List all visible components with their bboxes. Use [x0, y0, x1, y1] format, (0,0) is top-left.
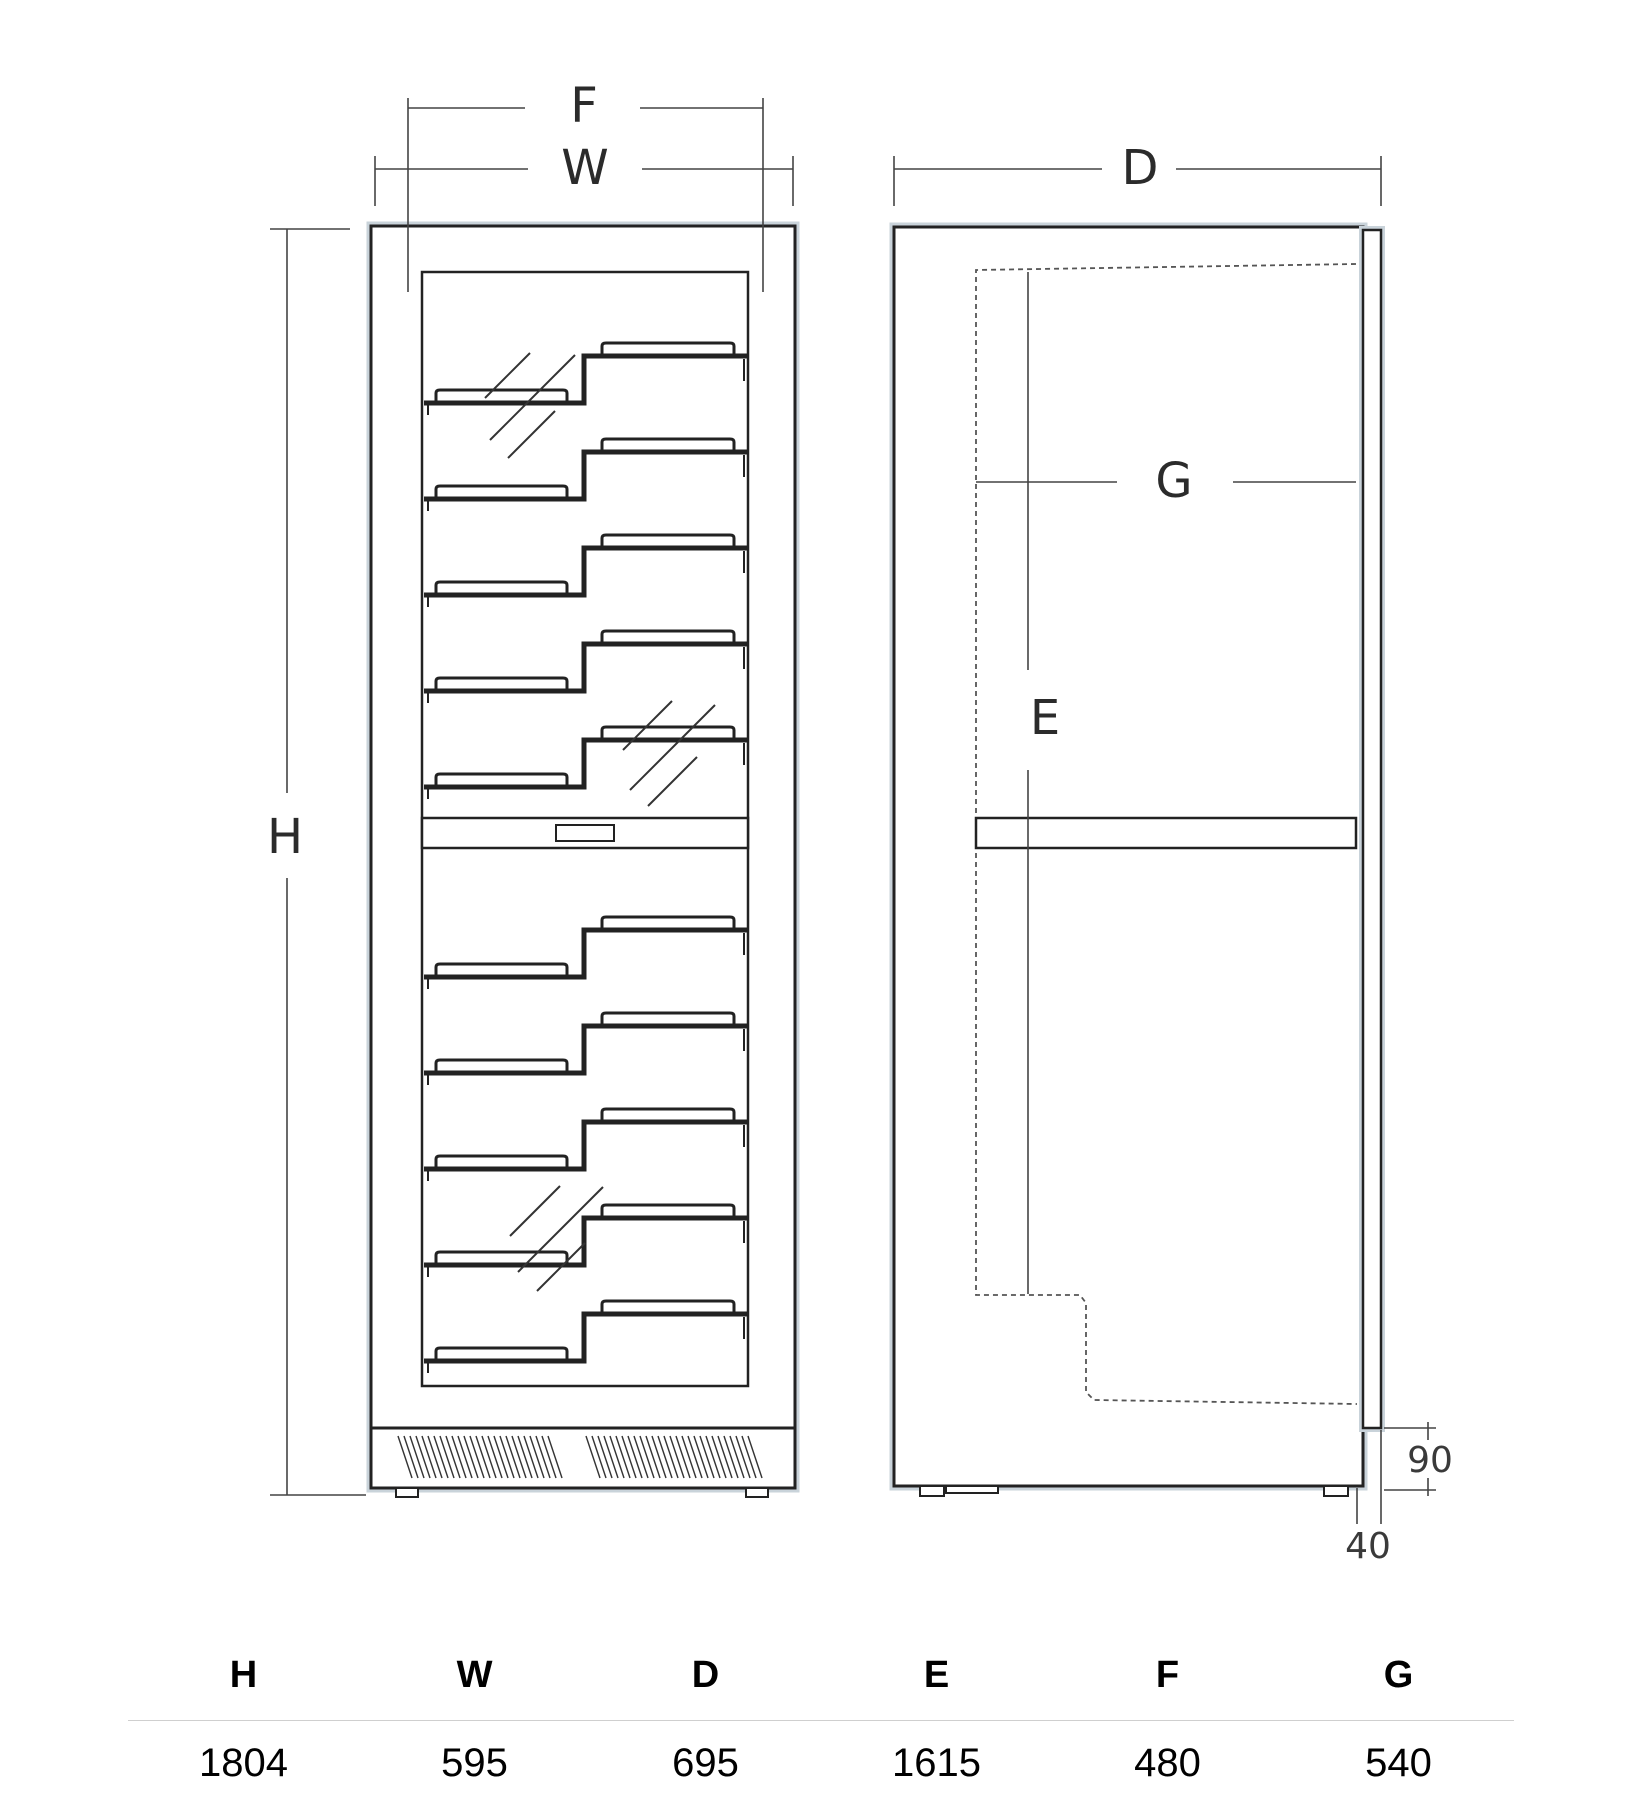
dimension-label-g: G — [1155, 453, 1192, 509]
inner-cavity-outline — [975, 263, 1358, 1405]
dimensions-table: H W D E F G 1804 595 695 1615 480 540 — [128, 1640, 1514, 1801]
dimension-label-h: H — [267, 809, 303, 865]
wine-shelf — [424, 725, 748, 799]
table-header-h: H — [229, 1654, 258, 1696]
front-view: F W H — [267, 78, 800, 1498]
table-header-w: W — [456, 1654, 493, 1696]
wine-shelf — [424, 1299, 748, 1373]
wine-shelf — [424, 1203, 748, 1277]
table-header-e: E — [923, 1654, 950, 1696]
front-cabinet-outline — [369, 224, 797, 1490]
side-leveling-rail — [945, 1485, 999, 1494]
wine-shelf — [424, 629, 748, 703]
dimensions-table-value-row: 1804 595 695 1615 480 540 — [128, 1721, 1514, 1801]
dimension-label-d: D — [1122, 140, 1159, 196]
control-display — [555, 824, 615, 842]
table-header-f: F — [1155, 1654, 1180, 1696]
dimension-line-f — [407, 98, 764, 292]
side-view: D G E 90 40 — [889, 140, 1453, 1567]
wine-shelf — [424, 1107, 748, 1181]
dimension-label-f: F — [570, 78, 598, 134]
wine-shelf — [424, 915, 748, 989]
dimension-value-90: 90 — [1407, 1440, 1453, 1481]
dimension-label-w: W — [561, 140, 608, 196]
table-value-f: 480 — [1134, 1741, 1201, 1785]
dimension-line-d — [893, 156, 1382, 206]
front-foot-right — [745, 1487, 769, 1498]
side-foot-front — [919, 1485, 945, 1497]
table-value-e: 1615 — [892, 1741, 981, 1785]
front-shelves — [424, 341, 748, 1373]
wine-shelf — [424, 341, 748, 415]
table-header-d: D — [691, 1654, 720, 1696]
dimensions-table-header-row: H W D E F G — [128, 1640, 1514, 1721]
wine-shelf — [424, 533, 748, 607]
glass-reflection-marks — [484, 352, 716, 1292]
dimension-line-h — [270, 228, 366, 1496]
dimension-line-w — [374, 156, 794, 206]
wine-shelf — [424, 437, 748, 511]
table-value-w: 595 — [441, 1741, 508, 1785]
side-body-outline — [892, 225, 1365, 1488]
wine-shelf — [424, 1011, 748, 1085]
table-value-d: 695 — [672, 1741, 739, 1785]
dimension-line-90 — [1384, 1422, 1436, 1496]
dimension-label-e: E — [1030, 690, 1060, 746]
table-header-g: G — [1383, 1654, 1414, 1696]
side-zone-separator — [974, 816, 1358, 850]
ventilation-grille-right — [585, 1435, 763, 1479]
ventilation-grille-left — [397, 1435, 563, 1479]
front-foot-left — [395, 1487, 419, 1498]
side-foot-back — [1323, 1485, 1349, 1497]
dimension-value-40: 40 — [1345, 1526, 1391, 1567]
table-value-h: 1804 — [199, 1741, 288, 1785]
side-door-panel — [1361, 228, 1383, 1430]
dimension-line-40 — [1356, 1430, 1382, 1524]
table-value-g: 540 — [1365, 1741, 1432, 1785]
